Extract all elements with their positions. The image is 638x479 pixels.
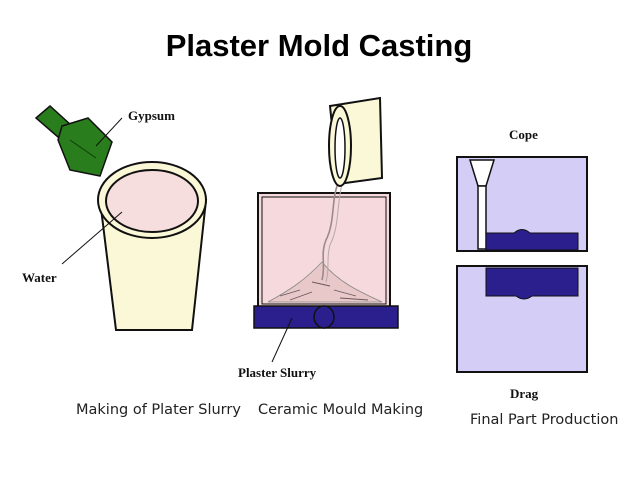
drag-label: Drag (510, 386, 539, 401)
bucket (97, 161, 208, 331)
slurry-heap (267, 261, 383, 303)
base-plate (253, 305, 399, 329)
caption-step3: Final Part Production (470, 412, 619, 428)
drag-mold (456, 265, 588, 373)
pouring-stream (321, 177, 344, 283)
gypsum-label: Gypsum (128, 108, 175, 123)
water-leader (61, 211, 123, 265)
gypsum-leader (95, 117, 123, 147)
caption-step1: Making of Plater Slurry (76, 402, 241, 418)
gypsum-scoop (34, 104, 113, 177)
page-title: Plaster Mold Casting (165, 28, 473, 63)
slurry-leader (271, 317, 293, 363)
cope-label: Cope (509, 127, 538, 142)
pouring-cup (328, 96, 384, 187)
caption-step2: Ceramic Mould Making (258, 402, 424, 418)
water-label: Water (22, 270, 57, 285)
plaster-slurry-label: Plaster Slurry (238, 365, 317, 380)
cope-mold (456, 156, 588, 252)
